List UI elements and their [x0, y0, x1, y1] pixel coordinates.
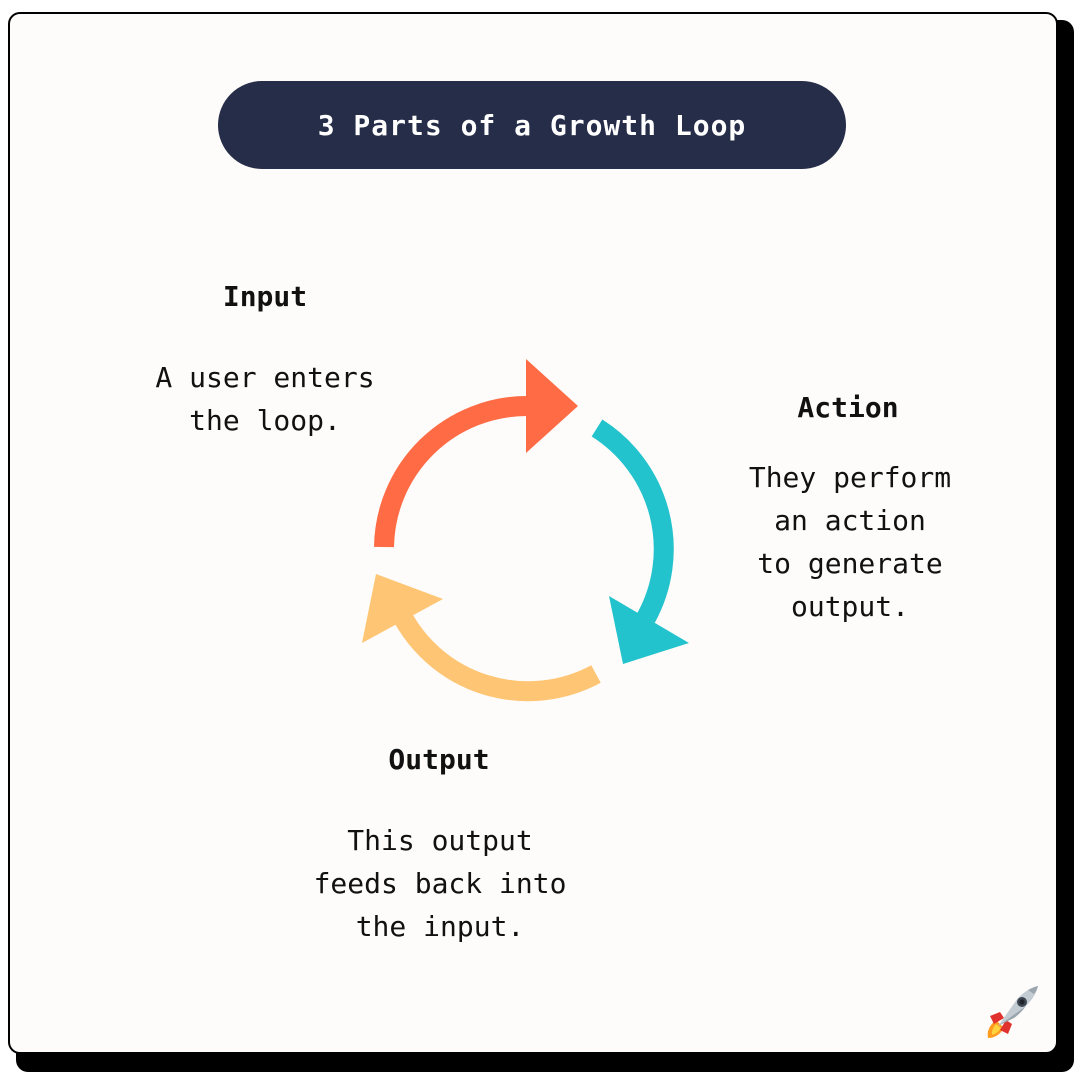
input-description: A user enters the loop. [155, 361, 375, 437]
card [8, 12, 1058, 1054]
output-arrow-arc [391, 607, 601, 702]
rocket-icon [987, 986, 1038, 1038]
input-arrowhead [526, 359, 578, 453]
action-arrow-arc [591, 419, 674, 623]
action-arrowhead [609, 596, 689, 664]
action-heading: Action [797, 391, 899, 424]
output-description: This output feeds back into the input. [313, 824, 567, 943]
title-banner: 3 Parts of a Growth Loop [218, 81, 846, 169]
input-heading: Input [222, 280, 308, 313]
input-arrow-arc [374, 396, 528, 548]
output-arrowhead [362, 574, 443, 643]
action-description: They perform an action to generate outpu… [748, 461, 952, 623]
title-text: 3 Parts of a Growth Loop [317, 108, 747, 142]
output-heading: Output [388, 743, 490, 776]
